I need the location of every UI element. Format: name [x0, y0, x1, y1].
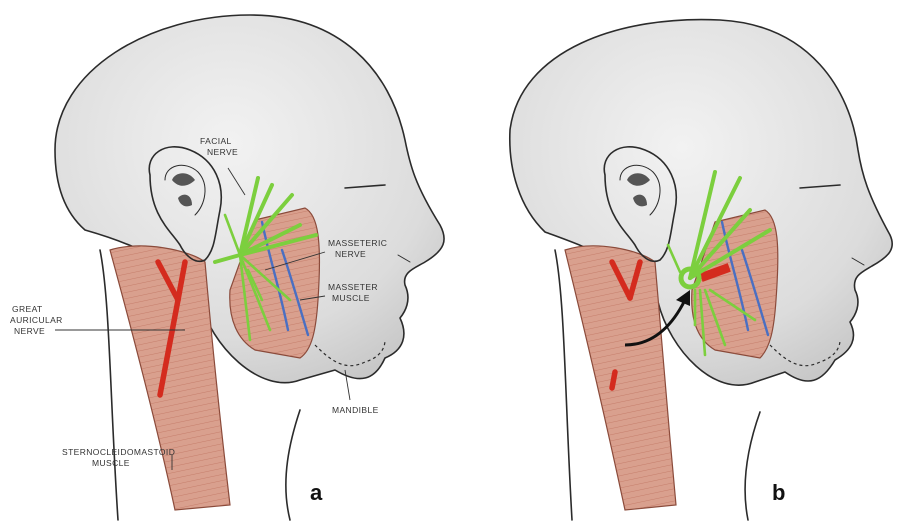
panel-b: b: [510, 20, 892, 520]
panel-letter-a: a: [310, 480, 323, 505]
neck-front-b: [745, 412, 760, 520]
great-auricular-stump-b: [612, 372, 615, 388]
neck-back-a: [100, 250, 118, 520]
panel-letter-b: b: [772, 480, 785, 505]
neck-front-a: [286, 410, 300, 520]
neck-back-b: [555, 250, 572, 520]
label-mandible: MANDIBLE: [332, 405, 379, 415]
